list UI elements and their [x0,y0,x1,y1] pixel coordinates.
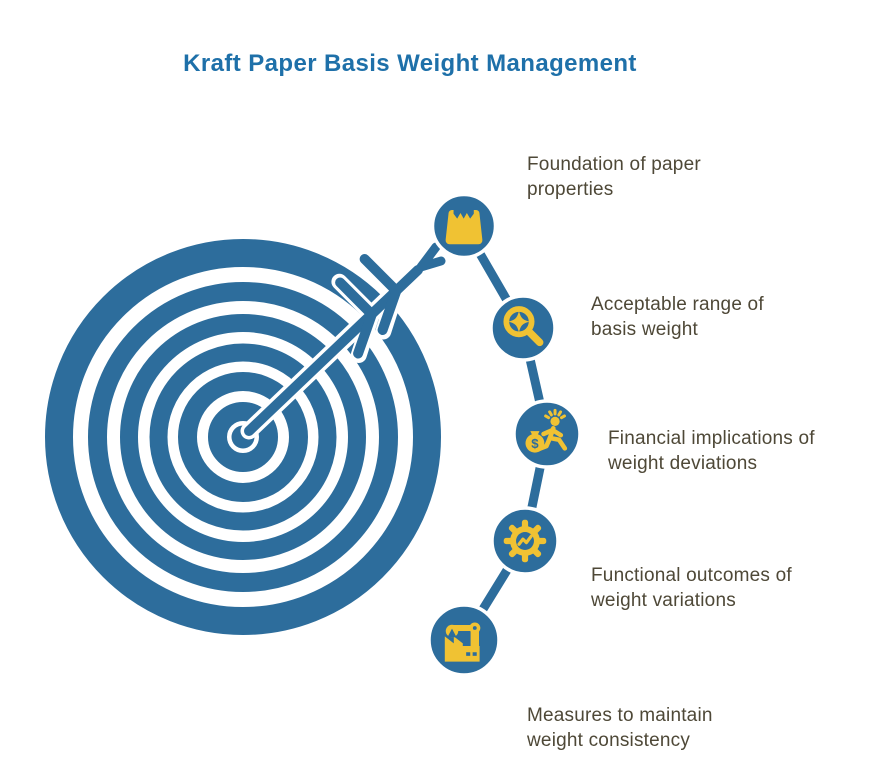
target-ring [120,314,366,560]
magnifier-star-icon [503,306,544,347]
step-node-3: $ [512,399,582,469]
gear-trend-icon [503,519,547,563]
arrow [244,242,446,436]
arrow-fletching [335,254,402,359]
step-node-1 [430,192,498,260]
step-node-4 [490,506,560,576]
target-ring [88,282,398,592]
step-label-3: Financial implications of weight deviati… [608,428,815,474]
node-circle [489,294,557,362]
step-label-1: Foundation of paper properties [527,154,701,200]
target-ring [208,402,278,472]
step-node-5 [427,603,501,677]
step-label-5: Measures to maintain weight consistency [527,705,713,751]
target-ring [178,372,308,502]
arrow-nock [416,242,446,272]
target-ring [45,239,441,635]
weight-scale-icon [445,210,483,245]
step-node-2 [489,294,557,362]
arrow-graphic [240,239,449,440]
money-bag-runner-icon: $ [525,408,568,453]
factory-robot-arm-icon [444,622,481,662]
page-title: Kraft Paper Basis Weight Management [183,50,637,77]
dollar-sign: $ [531,436,539,451]
step-label-4: Functional outcomes of weight variations [591,565,792,611]
target-ring [149,343,337,531]
step-label-2: Acceptable range of basis weight [591,294,764,340]
node-circle [427,603,501,677]
